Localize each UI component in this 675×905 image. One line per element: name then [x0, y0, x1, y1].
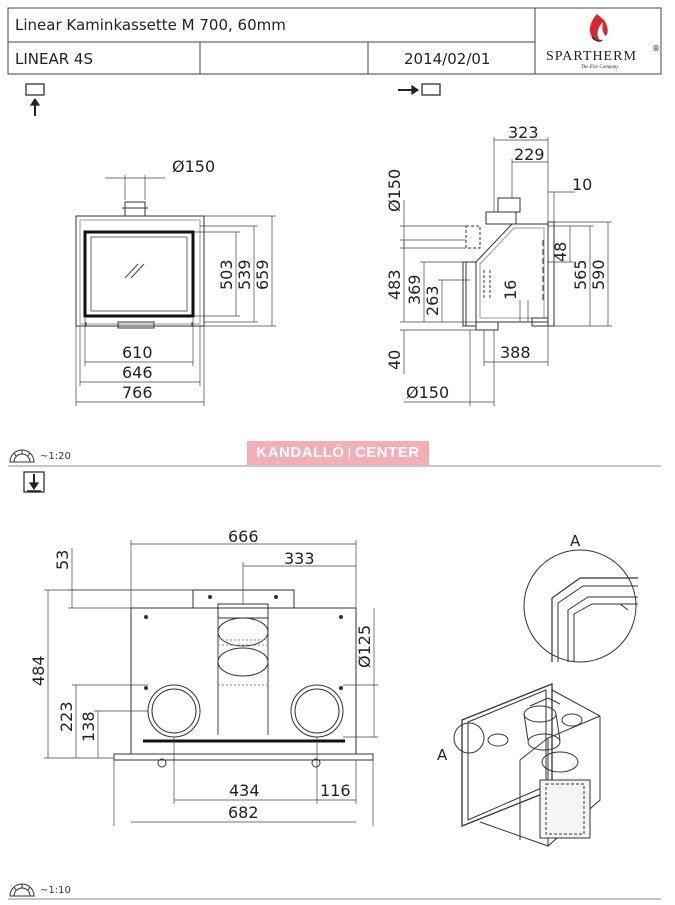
front-dim-539: 539 — [235, 259, 254, 290]
top-dim-138: 138 — [79, 711, 98, 742]
side-dim-16: 16 — [501, 280, 520, 300]
top-view-drawing — [113, 589, 374, 768]
spartherm-flame-logo — [589, 14, 608, 42]
front-dim-503: 503 — [217, 259, 236, 290]
side-dim-48: 48 — [551, 242, 570, 262]
front-dim-610: 610 — [122, 343, 153, 362]
front-dim-766: 766 — [122, 383, 153, 402]
front-view-drawing — [75, 201, 205, 329]
side-view-icon — [398, 83, 441, 96]
top-dim-125: Ø125 — [355, 625, 374, 668]
brand-name: SPARTHERM — [546, 49, 637, 64]
top-dim-484: 484 — [29, 655, 48, 686]
scale-label-2: ~1:10 — [40, 885, 71, 896]
scale-icon-2 — [9, 883, 35, 897]
top-dim-53: 53 — [53, 550, 72, 570]
model-name: LINEAR 4S — [15, 50, 93, 68]
top-dim-666: 666 — [228, 527, 259, 546]
top-view-icon — [23, 471, 45, 493]
side-view-drawing — [462, 197, 555, 331]
side-dim-40: 40 — [385, 350, 404, 370]
top-dim-434: 434 — [229, 781, 260, 800]
kandallo-center-watermark: KANDALLÓ|CENTER — [247, 441, 429, 465]
top-dim-116: 116 — [320, 781, 351, 800]
drawing-date: 2014/02/01 — [404, 50, 491, 68]
front-view-dimension-lines — [75, 175, 276, 406]
watermark-right: CENTER — [354, 444, 420, 461]
side-dim-323: 323 — [508, 123, 539, 142]
side-dim-flue-top: Ø150 — [385, 169, 404, 212]
product-title: Linear Kaminkassette M 700, 60mm — [15, 16, 286, 34]
side-dim-263: 263 — [423, 285, 442, 316]
top-dim-223: 223 — [57, 701, 76, 732]
top-dim-682: 682 — [228, 803, 259, 822]
isometric-view-drawing — [461, 683, 601, 847]
side-dim-388: 388 — [500, 343, 531, 362]
detail-a-label: A — [570, 532, 581, 550]
side-dim-229: 229 — [514, 145, 545, 164]
front-view-icon — [25, 83, 45, 116]
scale-icon-1 — [9, 449, 35, 463]
side-dim-369: 369 — [405, 274, 424, 305]
side-view-dimension-lines — [400, 137, 612, 406]
iso-detail-callout — [453, 722, 485, 754]
detail-a-circle — [523, 549, 638, 663]
front-dim-flue: Ø150 — [172, 157, 215, 176]
side-dim-483: 483 — [385, 269, 404, 300]
side-dim-flue-bottom: Ø150 — [406, 383, 449, 402]
front-dim-646: 646 — [122, 363, 153, 382]
watermark-left: KANDALLÓ — [256, 444, 345, 461]
side-dim-590: 590 — [589, 259, 608, 290]
brand-tagline: The Fire Company — [581, 65, 619, 70]
top-view-dimension-lines — [44, 540, 378, 826]
title-block-frame — [7, 7, 662, 75]
watermark-divider: | — [347, 444, 352, 461]
scale-label-1: ~1:20 — [40, 451, 71, 462]
front-dim-659: 659 — [253, 259, 272, 290]
side-dim-565: 565 — [571, 259, 590, 290]
brand-trademark: ® — [652, 44, 660, 53]
side-dim-10: 10 — [572, 175, 592, 194]
top-dim-333: 333 — [284, 549, 315, 568]
iso-a-label: A — [437, 746, 448, 764]
